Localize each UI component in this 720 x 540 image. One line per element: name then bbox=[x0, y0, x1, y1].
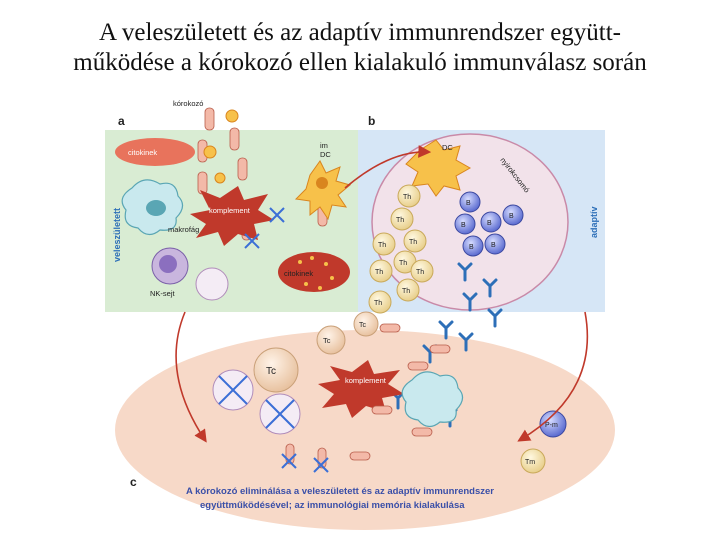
tm-label: Tm bbox=[525, 459, 535, 466]
dc-label: DC bbox=[442, 143, 453, 152]
complement-burst-a bbox=[190, 186, 274, 246]
slide-title: A veleszületett és az adaptív immunrends… bbox=[0, 18, 720, 78]
th-label: Th bbox=[416, 269, 424, 276]
th-label: Th bbox=[375, 269, 383, 276]
tc-cell-small bbox=[353, 311, 379, 337]
caption-line-1: A kórokozó eliminálása a veleszületett é… bbox=[186, 486, 494, 497]
b-labels: B B B B B B bbox=[461, 200, 514, 251]
th-label: Th bbox=[396, 217, 404, 224]
th-label: Th bbox=[402, 288, 410, 295]
destroyed-pathogen-marks-a bbox=[244, 207, 285, 249]
tc-cell-large bbox=[253, 347, 299, 393]
caption-line-2: együttműködésével; az immunológiai memór… bbox=[200, 500, 465, 511]
complement-label-c: komplement bbox=[345, 376, 387, 385]
b-label: B bbox=[466, 200, 471, 207]
macrophage-c bbox=[401, 371, 464, 428]
pm-label: P-m bbox=[545, 422, 558, 429]
th-label: Th bbox=[403, 194, 411, 201]
im-dc-label-1: im bbox=[320, 141, 328, 150]
pathogen-label: kórokozó bbox=[173, 99, 203, 108]
panel-a-label: a bbox=[118, 114, 125, 128]
immature-dc bbox=[294, 160, 352, 221]
t-memory-cell bbox=[520, 448, 546, 474]
title-line-2: működése a kórokozó ellen kialakuló immu… bbox=[73, 49, 647, 76]
innate-to-elimination-arrow bbox=[175, 311, 207, 443]
th-label: Th bbox=[374, 300, 382, 307]
cytokine-blob-a bbox=[115, 138, 195, 166]
adaptive-to-elimination-arrow bbox=[517, 311, 589, 442]
th-label: Th bbox=[378, 242, 386, 249]
cytokine-dots bbox=[298, 256, 334, 290]
nk-cell-nucleus bbox=[159, 255, 177, 273]
cytokine-label-a: citokinek bbox=[128, 148, 157, 157]
th-labels: Th Th Th Th Th Th Th Th Th bbox=[374, 194, 424, 307]
b-label: B bbox=[469, 244, 474, 251]
th-cells bbox=[368, 184, 434, 314]
tc-cell-medium bbox=[316, 325, 346, 355]
pathogen-suns bbox=[203, 109, 239, 184]
tc-medium-label: Tc bbox=[323, 336, 331, 345]
b-label: B bbox=[487, 220, 492, 227]
antibodies bbox=[390, 262, 503, 428]
b-label: B bbox=[461, 222, 466, 229]
th-label: Th bbox=[409, 239, 417, 246]
im-dc-label-2: DC bbox=[320, 150, 331, 159]
tc-large-label: Tc bbox=[266, 366, 276, 377]
b-label: B bbox=[509, 213, 514, 220]
panel-c-label: c bbox=[130, 475, 137, 489]
macrophage bbox=[121, 179, 184, 236]
nk-cell-label: NK-sejt bbox=[150, 289, 176, 298]
title-line-1: A veleszületett és az adaptív immunrends… bbox=[98, 19, 622, 46]
panel-b-label: b bbox=[368, 114, 375, 128]
complement-burst-c bbox=[318, 360, 404, 418]
infected-cell bbox=[195, 267, 229, 301]
pathogen-cluster-top bbox=[197, 107, 328, 241]
adaptive-side-label: adaptív bbox=[589, 206, 599, 238]
b-cells bbox=[454, 191, 524, 257]
tc-small-label: Tc bbox=[359, 322, 367, 329]
innate-side-label: veleszületett bbox=[112, 208, 122, 262]
dc-migration-arrow bbox=[344, 145, 432, 189]
cytokine-label-b: citokinek bbox=[284, 269, 313, 278]
cytokine-blob-b bbox=[278, 252, 350, 292]
complement-label-a: komplement bbox=[209, 206, 251, 215]
killed-infected-cells bbox=[212, 369, 301, 435]
plasma-memory-cell bbox=[539, 410, 567, 438]
macrophage-label: makrofág bbox=[168, 225, 199, 234]
b-label: B bbox=[491, 242, 496, 249]
destroyed-pathogen-marks-c bbox=[281, 453, 329, 473]
th-label: Th bbox=[399, 260, 407, 267]
